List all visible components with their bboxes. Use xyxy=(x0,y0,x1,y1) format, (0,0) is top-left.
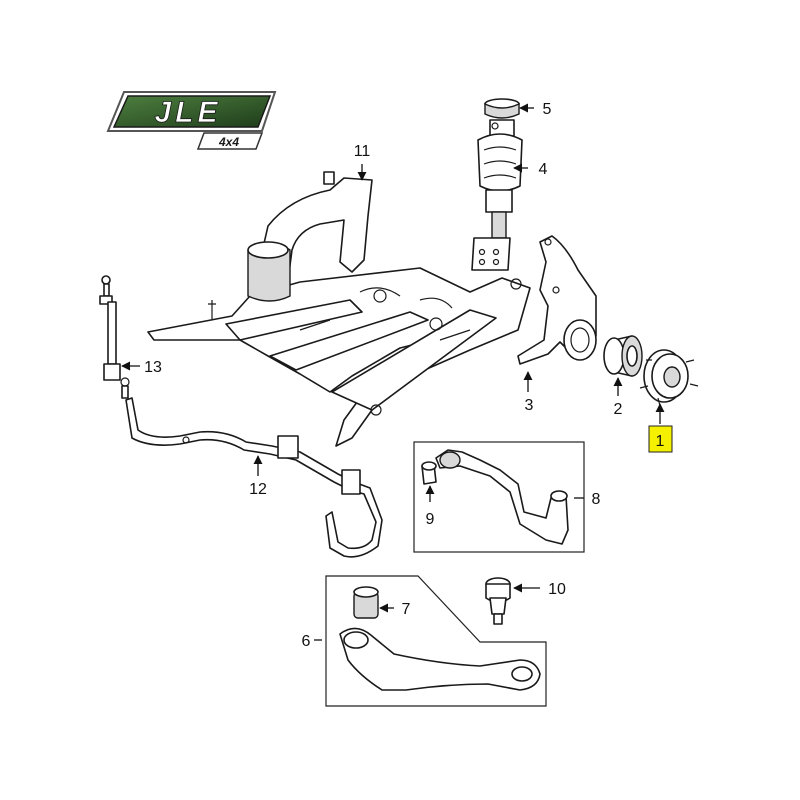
control-arm-detail-box xyxy=(413,441,585,553)
upper-control-arm-part xyxy=(339,627,541,691)
leader-lines xyxy=(121,103,665,641)
brand-logo: JLE 4x4 xyxy=(106,91,277,150)
callout-5[interactable]: 5 xyxy=(543,101,552,118)
callout-6[interactable]: 6 xyxy=(302,633,311,650)
callout-7[interactable]: 7 xyxy=(402,601,411,618)
bushing-part xyxy=(421,461,437,485)
upper-arm-detail-box xyxy=(325,575,547,707)
logo-sub-text: 4x4 xyxy=(218,135,239,149)
stabilizer-bar-part xyxy=(125,397,383,558)
stabilizer-link-part xyxy=(99,275,130,399)
upper-mount-part xyxy=(484,98,520,119)
callout-1[interactable]: 1 xyxy=(656,433,665,450)
ball-joint-part xyxy=(485,577,511,625)
callout-13[interactable]: 13 xyxy=(144,359,162,376)
callout-11[interactable]: 11 xyxy=(354,143,371,160)
callout-3[interactable]: 3 xyxy=(525,397,534,414)
callout-2[interactable]: 2 xyxy=(614,401,623,418)
lower-control-arm-part xyxy=(435,449,569,545)
steering-knuckle-part xyxy=(517,235,597,365)
callout-10[interactable]: 10 xyxy=(548,581,566,598)
subframe-part xyxy=(147,171,531,447)
upper-bushing-part xyxy=(353,586,379,619)
wheel-hub-part xyxy=(639,349,699,407)
callout-4[interactable]: 4 xyxy=(539,161,548,178)
wheel-bearing-part xyxy=(603,335,643,377)
callout-12[interactable]: 12 xyxy=(249,481,267,498)
highlight-box xyxy=(648,425,673,453)
air-strut-part xyxy=(471,119,523,271)
callout-8[interactable]: 8 xyxy=(592,491,601,508)
callout-9[interactable]: 9 xyxy=(426,511,435,528)
logo-brand-text: JLE xyxy=(154,96,221,129)
